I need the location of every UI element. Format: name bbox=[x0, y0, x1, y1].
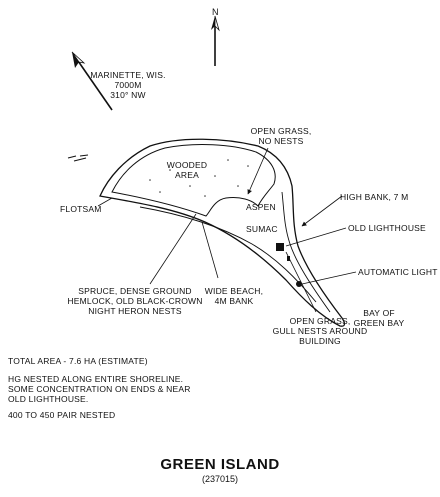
sumac-label: SUMAC bbox=[246, 224, 278, 234]
open-grass-no-nests-label: OPEN GRASS, NO NESTS bbox=[246, 126, 316, 146]
bay-line-2: GREEN BAY bbox=[353, 318, 405, 328]
flotsam-marks bbox=[67, 154, 89, 162]
hg-line-1: HG NESTED ALONG ENTIRE SHORELINE. bbox=[8, 374, 184, 384]
spruce-line-3: NIGHT HERON NESTS bbox=[88, 306, 182, 316]
spruce-line-2: HEMLOCK, OLD BLACK-CROWN bbox=[67, 296, 203, 306]
north-label: N bbox=[212, 7, 219, 17]
pairs-note: 400 TO 450 PAIR NESTED bbox=[8, 410, 116, 420]
map-subtitle: (237015) bbox=[201, 474, 239, 484]
automatic-light-label: AUTOMATIC LIGHT bbox=[358, 267, 438, 277]
hg-line-3: OLD LIGHTHOUSE. bbox=[8, 394, 89, 404]
aspen-label: ASPEN bbox=[246, 202, 276, 212]
gull-line-3: BUILDING bbox=[299, 336, 341, 346]
marinette-line-2: 7000m bbox=[114, 80, 142, 90]
open-grass-gull-label: OPEN GRASS, GULL NESTS AROUND BUILDING bbox=[270, 316, 370, 346]
east-bank-line bbox=[281, 191, 331, 313]
wooded-line-1: WOODED bbox=[166, 160, 208, 170]
bay-label: BAY OF GREEN BAY bbox=[344, 308, 414, 328]
old-lighthouse-marker bbox=[276, 243, 284, 251]
wooded-area-boundary bbox=[111, 144, 276, 217]
pointer-wide-beach bbox=[201, 221, 219, 279]
hg-nested-note: HG NESTED ALONG ENTIRE SHORELINE. SOME C… bbox=[8, 374, 191, 404]
wide-beach-line-2: 4m BANK bbox=[214, 296, 254, 306]
pointer-high-bank bbox=[301, 195, 343, 227]
wide-beach-line-1: WIDE BEACH, bbox=[204, 286, 264, 296]
flotsam-label: FLOTSAM bbox=[60, 204, 102, 214]
hg-line-2: SOME CONCENTRATION ON ENDS & NEAR bbox=[8, 384, 191, 394]
open-grass-line-1: OPEN GRASS, bbox=[250, 126, 312, 136]
building-mark bbox=[287, 256, 290, 261]
gull-line-1: OPEN GRASS, bbox=[289, 316, 351, 326]
spruce-line-1: SPRUCE, DENSE GROUND bbox=[78, 286, 192, 296]
wide-beach-label: WIDE BEACH, 4m BANK bbox=[204, 286, 264, 306]
high-bank-label: HIGH BANK, 7 m bbox=[340, 192, 409, 202]
marinette-direction-arrow bbox=[71, 51, 113, 111]
wooded-area-label: WOODED AREA bbox=[162, 160, 212, 180]
north-arrow bbox=[211, 15, 220, 66]
bay-line-1: BAY OF bbox=[363, 308, 395, 318]
total-area-note: TOTAL AREA - 7.6 ha (ESTIMATE) bbox=[8, 356, 148, 366]
pointer-old-lighthouse bbox=[285, 227, 347, 247]
marinette-label: MARINETTE, WIS. 7000m 310° NW bbox=[88, 70, 168, 100]
pointer-automatic-light bbox=[301, 271, 357, 285]
pointer-open-grass-gull bbox=[285, 251, 317, 313]
automatic-light-marker bbox=[296, 281, 302, 287]
old-lighthouse-label: OLD LIGHTHOUSE bbox=[348, 223, 426, 233]
marinette-line-1: MARINETTE, WIS. bbox=[90, 70, 166, 80]
island-shoreline bbox=[99, 138, 346, 327]
wooded-texture bbox=[149, 159, 249, 197]
map-title: GREEN ISLAND bbox=[160, 456, 280, 473]
open-grass-line-2: NO NESTS bbox=[258, 136, 304, 146]
spruce-label: SPRUCE, DENSE GROUND HEMLOCK, OLD BLACK-… bbox=[60, 286, 210, 316]
pointer-flotsam bbox=[97, 197, 113, 207]
beach-line bbox=[139, 206, 317, 303]
pointer-open-grass-no-nests bbox=[247, 147, 269, 195]
marinette-line-3: 310° NW bbox=[110, 90, 146, 100]
wooded-line-2: AREA bbox=[175, 170, 199, 180]
pointer-spruce bbox=[149, 213, 197, 285]
gull-line-2: GULL NESTS AROUND bbox=[272, 326, 368, 336]
